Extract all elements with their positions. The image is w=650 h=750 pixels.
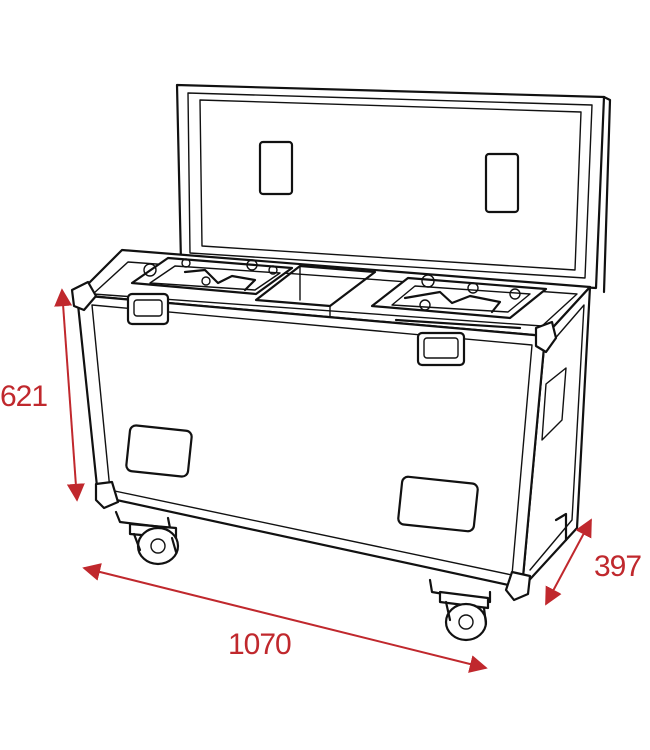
right-caster: [438, 590, 490, 642]
width-dimension-line: [82, 563, 488, 673]
side-handle: [541, 367, 567, 441]
case-lid: [175, 83, 612, 294]
width-dimension-label: 1070: [228, 628, 292, 661]
front-left-recess: [125, 424, 193, 478]
height-dimension-line: [54, 288, 85, 502]
left-caster: [128, 522, 180, 566]
lid-right-recess: [484, 152, 520, 214]
lid-left-recess: [258, 140, 294, 196]
height-dimension-label: 621: [0, 380, 48, 413]
depth-dimension-line: [545, 518, 592, 606]
depth-dimension-label: 397: [594, 550, 642, 583]
left-latch: [126, 292, 170, 326]
right-lamp-bracket: [370, 274, 548, 330]
right-latch: [416, 331, 466, 367]
front-right-recess: [397, 475, 479, 533]
left-lamp-bracket: [130, 256, 294, 296]
case-front-panel: [75, 293, 547, 590]
